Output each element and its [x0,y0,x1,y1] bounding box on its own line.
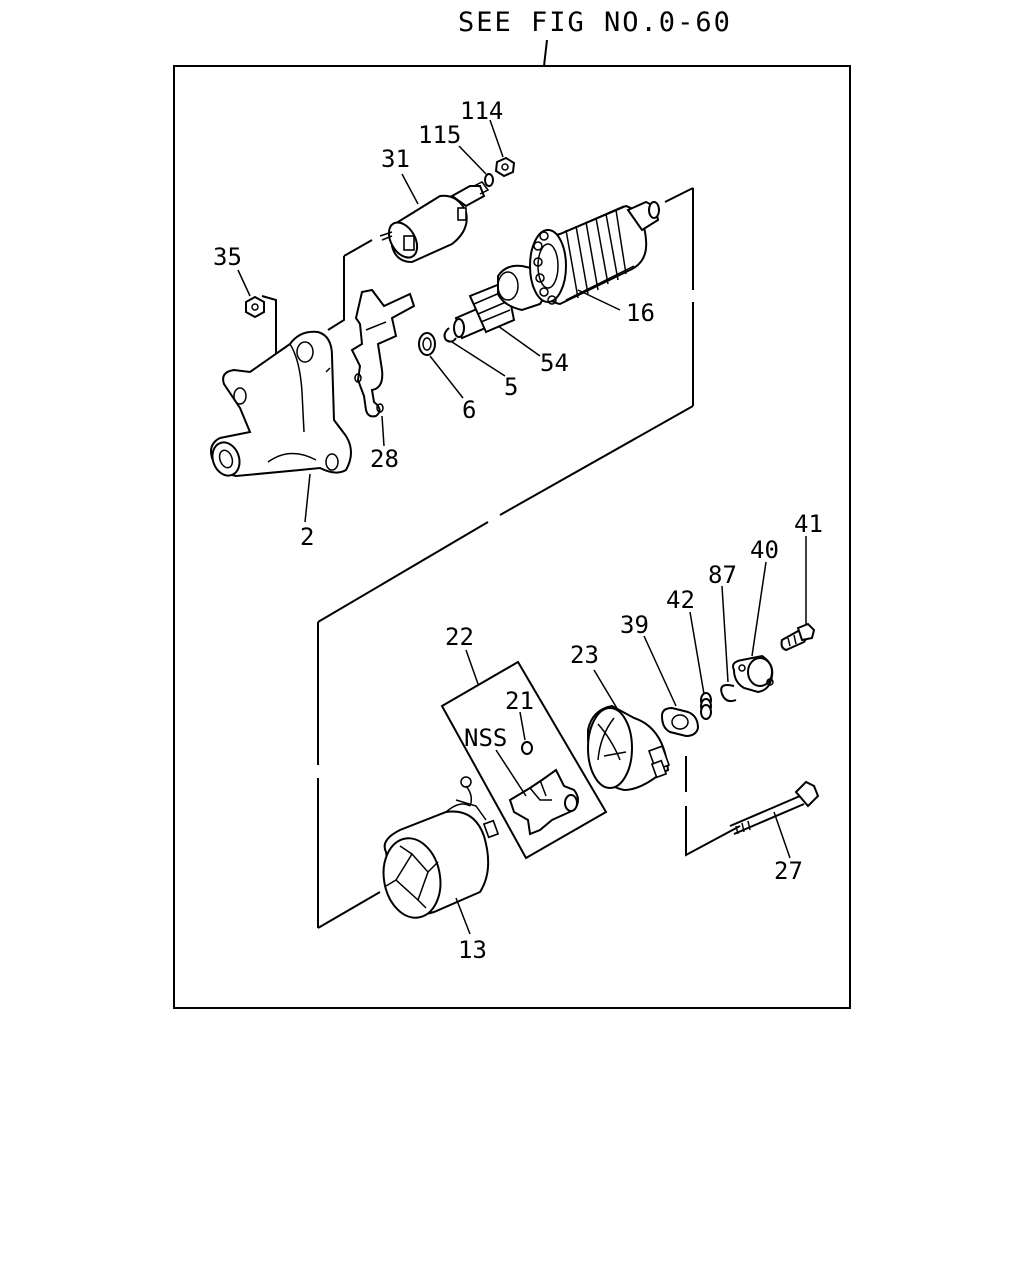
label-42: 42 [666,586,695,614]
brush-holder-kit-22 [440,660,608,860]
leader-35 [237,269,251,297]
spring-42 [700,692,712,720]
label-6: 6 [462,396,476,424]
solenoid-switch-31 [379,181,490,264]
label-22: 22 [445,623,474,651]
leader-22 [465,649,479,685]
label-2: 2 [300,523,314,551]
label-13: 13 [458,936,487,964]
washer-115 [484,173,494,187]
leader-40 [751,561,767,657]
thrust-ring-6 [418,332,436,356]
leader-16 [577,289,621,311]
e-clip-87 [720,684,737,703]
label-115: 115 [418,121,461,149]
label-23: 23 [570,641,599,669]
snap-ring-5 [443,327,457,343]
label-39: 39 [620,611,649,639]
label-54: 54 [540,349,569,377]
label-114: 114 [460,97,503,125]
lower-group-boundary [685,756,741,857]
label-28: 28 [370,445,399,473]
leader-42 [689,611,705,695]
screw-41 [780,622,816,652]
diagram-frame [173,65,851,1009]
label-21: 21 [505,687,534,715]
yoke-assembly-13 [382,776,500,919]
label-16: 16 [626,299,655,327]
drive-housing-2 [210,330,352,478]
upper-group-boundary [317,187,694,929]
leader-54 [497,325,541,357]
leader-87 [721,585,729,683]
leader-27 [773,811,791,859]
nut-35 [245,295,265,319]
reference-note: SEE FIG NO.0-60 [458,7,732,38]
label-nss: NSS [464,724,507,752]
gasket-39 [660,706,700,738]
nut-114 [494,156,516,178]
reference-leader [543,39,548,67]
leader-115 [458,145,487,175]
brush-holder [508,768,579,836]
armature-windings [533,209,627,305]
leader-23 [593,669,619,711]
rear-bracket-23 [587,704,671,792]
label-87: 87 [708,561,737,589]
leader-31 [401,173,419,205]
leader-2 [304,473,311,523]
leader-21 [519,711,526,741]
label-31: 31 [381,145,410,173]
label-40: 40 [750,536,779,564]
leader-28 [381,415,385,447]
armature-16 [529,200,660,306]
leader-nss [495,749,527,797]
through-bolt-27 [729,780,820,835]
label-35: 35 [213,243,242,271]
bearing-cover-40 [732,654,774,694]
label-41: 41 [794,510,823,538]
leader-6 [429,355,464,399]
label-27: 27 [774,857,803,885]
leader-5 [451,341,506,377]
shift-lever-28 [350,288,416,418]
nut-21 [521,741,533,755]
leader-13 [455,897,471,935]
leader-114 [489,119,504,158]
leader-39 [643,635,677,707]
label-5: 5 [504,373,518,401]
